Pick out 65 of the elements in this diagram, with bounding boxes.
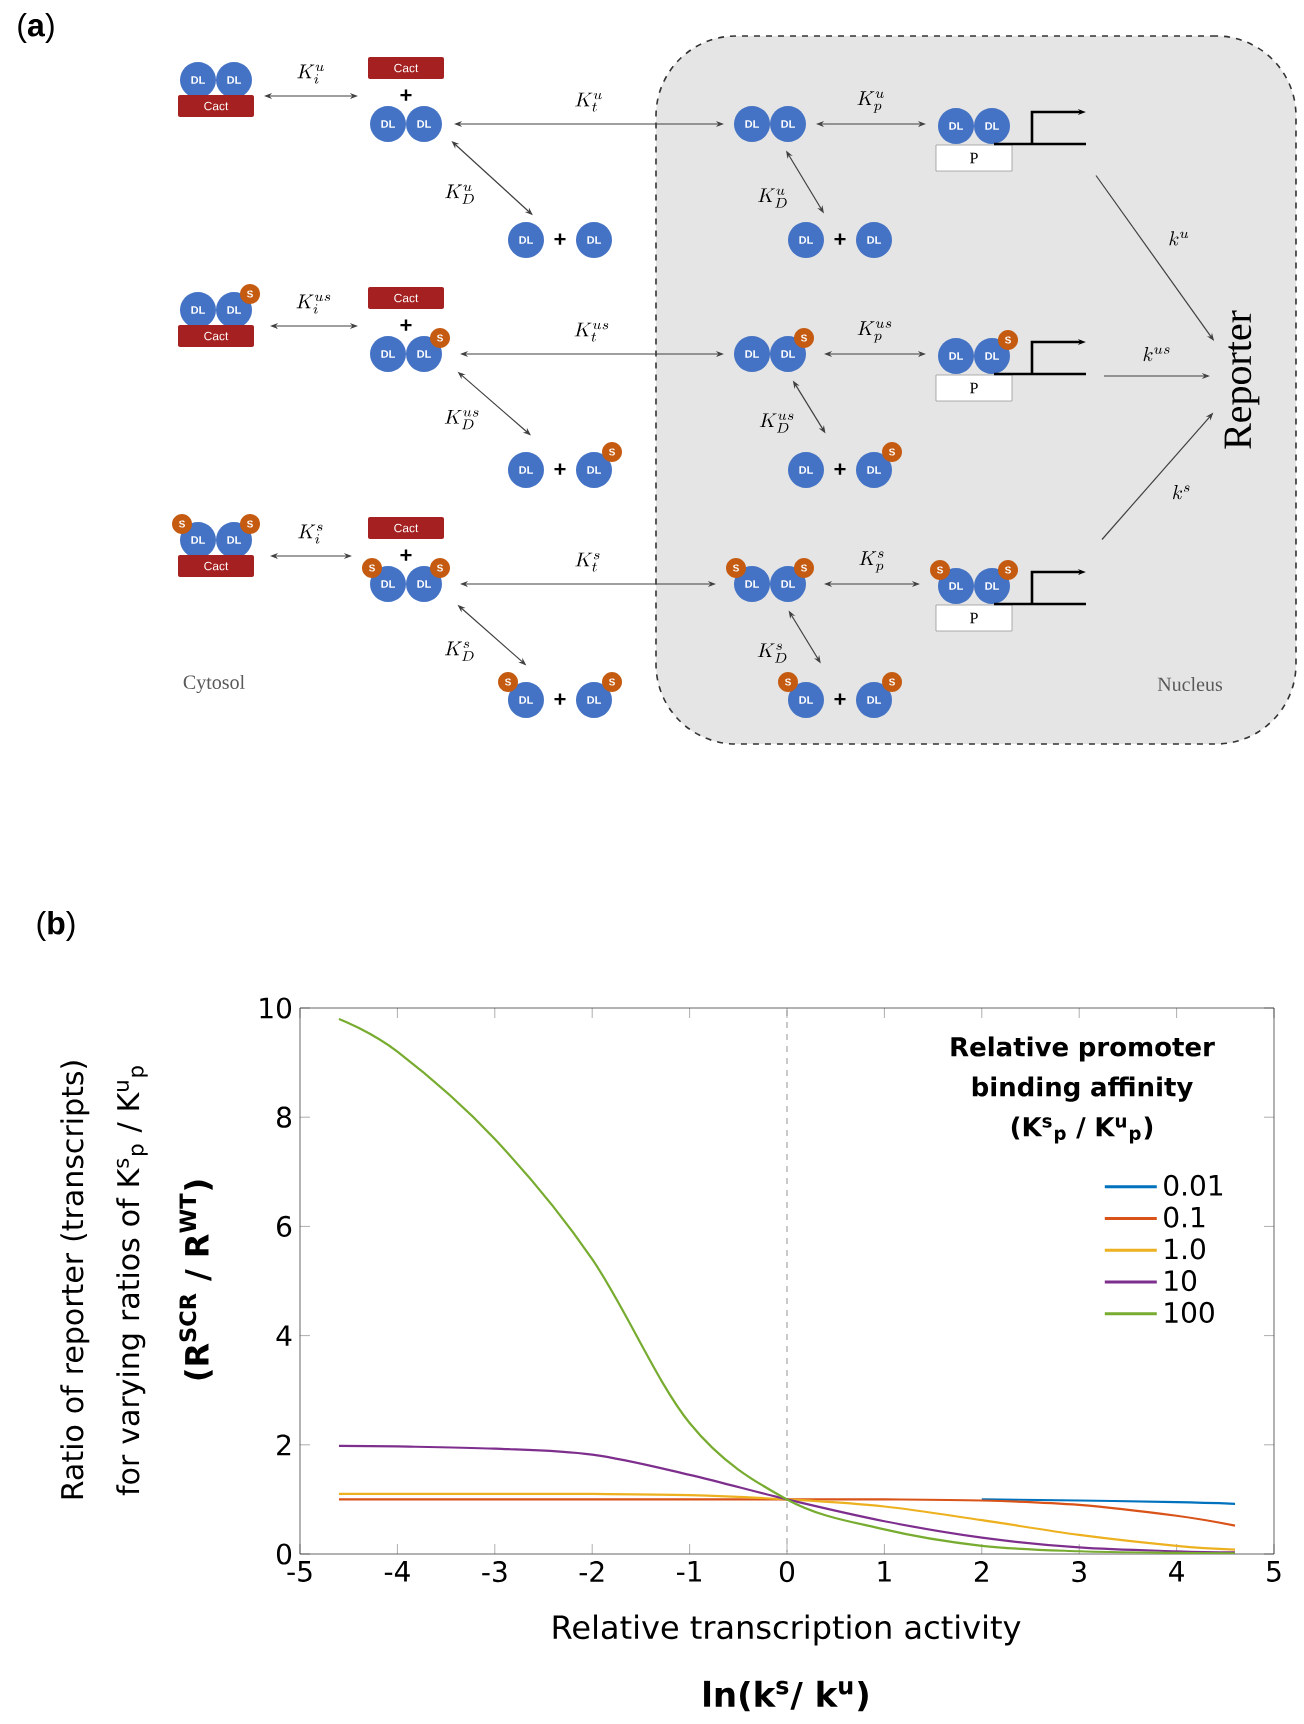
edge-label: $k^{s}$ — [1173, 485, 1190, 500]
x-tick-label: 4 — [1169, 1561, 1184, 1582]
axis-label: Relative transcription activity — [553, 1614, 1021, 1646]
edge-label: $K_{p}^{s}$ — [859, 551, 884, 573]
promoter-box: P — [935, 374, 1013, 402]
plus-sign: + — [834, 463, 846, 475]
edge-label: $K_{D}^{us}$ — [759, 413, 794, 433]
reporter-label: Reporter — [1224, 310, 1260, 449]
plus-sign: + — [554, 463, 566, 475]
y-tick-label: 6 — [277, 1215, 292, 1238]
x-tick-label: 0 — [779, 1561, 795, 1583]
axis-label: (R$^{SCR}$ / R$^{WT}$) — [179, 1180, 213, 1380]
x-tick-label: -2 — [579, 1561, 604, 1582]
line-series — [337, 1498, 1237, 1527]
edge-label: $k^{u}$ — [1169, 231, 1189, 246]
line-series — [337, 1017, 1237, 1554]
edge-label: $K_{D}^{u}$ — [445, 184, 474, 204]
x-tick-label: 3 — [1072, 1561, 1086, 1583]
x-tick-label: -5 — [287, 1561, 312, 1582]
y-tick-label: 10 — [260, 997, 292, 1019]
edge-label: $K_{i}^{s}$ — [298, 524, 323, 544]
edge-label: $K_{i}^{u}$ — [297, 64, 324, 84]
x-tick-label: 1 — [878, 1561, 891, 1582]
edge-label: $K_{D}^{s}$ — [757, 643, 787, 663]
plus-sign: + — [834, 233, 846, 245]
promoter-box: P — [935, 604, 1013, 632]
panel-label: (b) — [37, 911, 75, 941]
legend-title: Relative promoter binding affinity (K$^{s}$$_{p}$ / K$^{u}$$_{p}$) — [951, 1036, 1215, 1144]
axis-label: ln(k$^{s}$/ k$^{u}$) — [704, 1680, 868, 1712]
edge-label: $K_{D}^{u}$ — [758, 188, 787, 208]
plus-sign: + — [834, 693, 846, 705]
plus-sign: + — [554, 693, 566, 705]
x-tick-label: -4 — [384, 1561, 410, 1582]
line-series — [337, 1444, 1237, 1554]
y-tick-label: 0 — [276, 1543, 292, 1565]
y-tick-label: 2 — [277, 1434, 291, 1456]
edge-label: $k^{us}$ — [1143, 347, 1170, 362]
edge-label: $K_{i}^{us}$ — [296, 294, 331, 314]
panel-label: (a) — [18, 13, 54, 43]
edge-label: $K_{p}^{u}$ — [857, 91, 884, 113]
edge-label: $K_{t}^{us}$ — [574, 322, 609, 342]
edge-label: $K_{D}^{s}$ — [444, 641, 474, 661]
x-tick-label: -1 — [677, 1561, 701, 1582]
edge-label: $K_{p}^{us}$ — [857, 321, 892, 343]
legend-label: 0.01 — [1164, 1174, 1223, 1196]
x-tick-label: 2 — [974, 1561, 988, 1582]
edge-label: $K_{t}^{s}$ — [575, 552, 600, 572]
x-tick-label: 5 — [1267, 1561, 1281, 1582]
legend-label: 0.1 — [1164, 1206, 1205, 1228]
legend-label: 10 — [1165, 1270, 1197, 1292]
x-tick-label: -3 — [482, 1561, 507, 1583]
plus-sign: + — [400, 89, 412, 101]
plus-sign: + — [400, 319, 412, 331]
compartment-label: Cytosol — [183, 674, 245, 694]
plus-sign: + — [400, 549, 412, 561]
line-series — [337, 1492, 1237, 1551]
legend-label: 100 — [1165, 1301, 1214, 1324]
edge-label: $K_{D}^{us}$ — [444, 409, 479, 430]
plus-sign: + — [554, 233, 566, 245]
edge-label: $K_{t}^{u}$ — [575, 92, 602, 112]
compartment-label: Nucleus — [1157, 676, 1223, 692]
y-tick-label: 4 — [276, 1325, 292, 1346]
legend-label: 1.0 — [1165, 1238, 1205, 1260]
promoter-box: P — [935, 144, 1013, 172]
y-tick-label: 8 — [277, 1106, 292, 1128]
